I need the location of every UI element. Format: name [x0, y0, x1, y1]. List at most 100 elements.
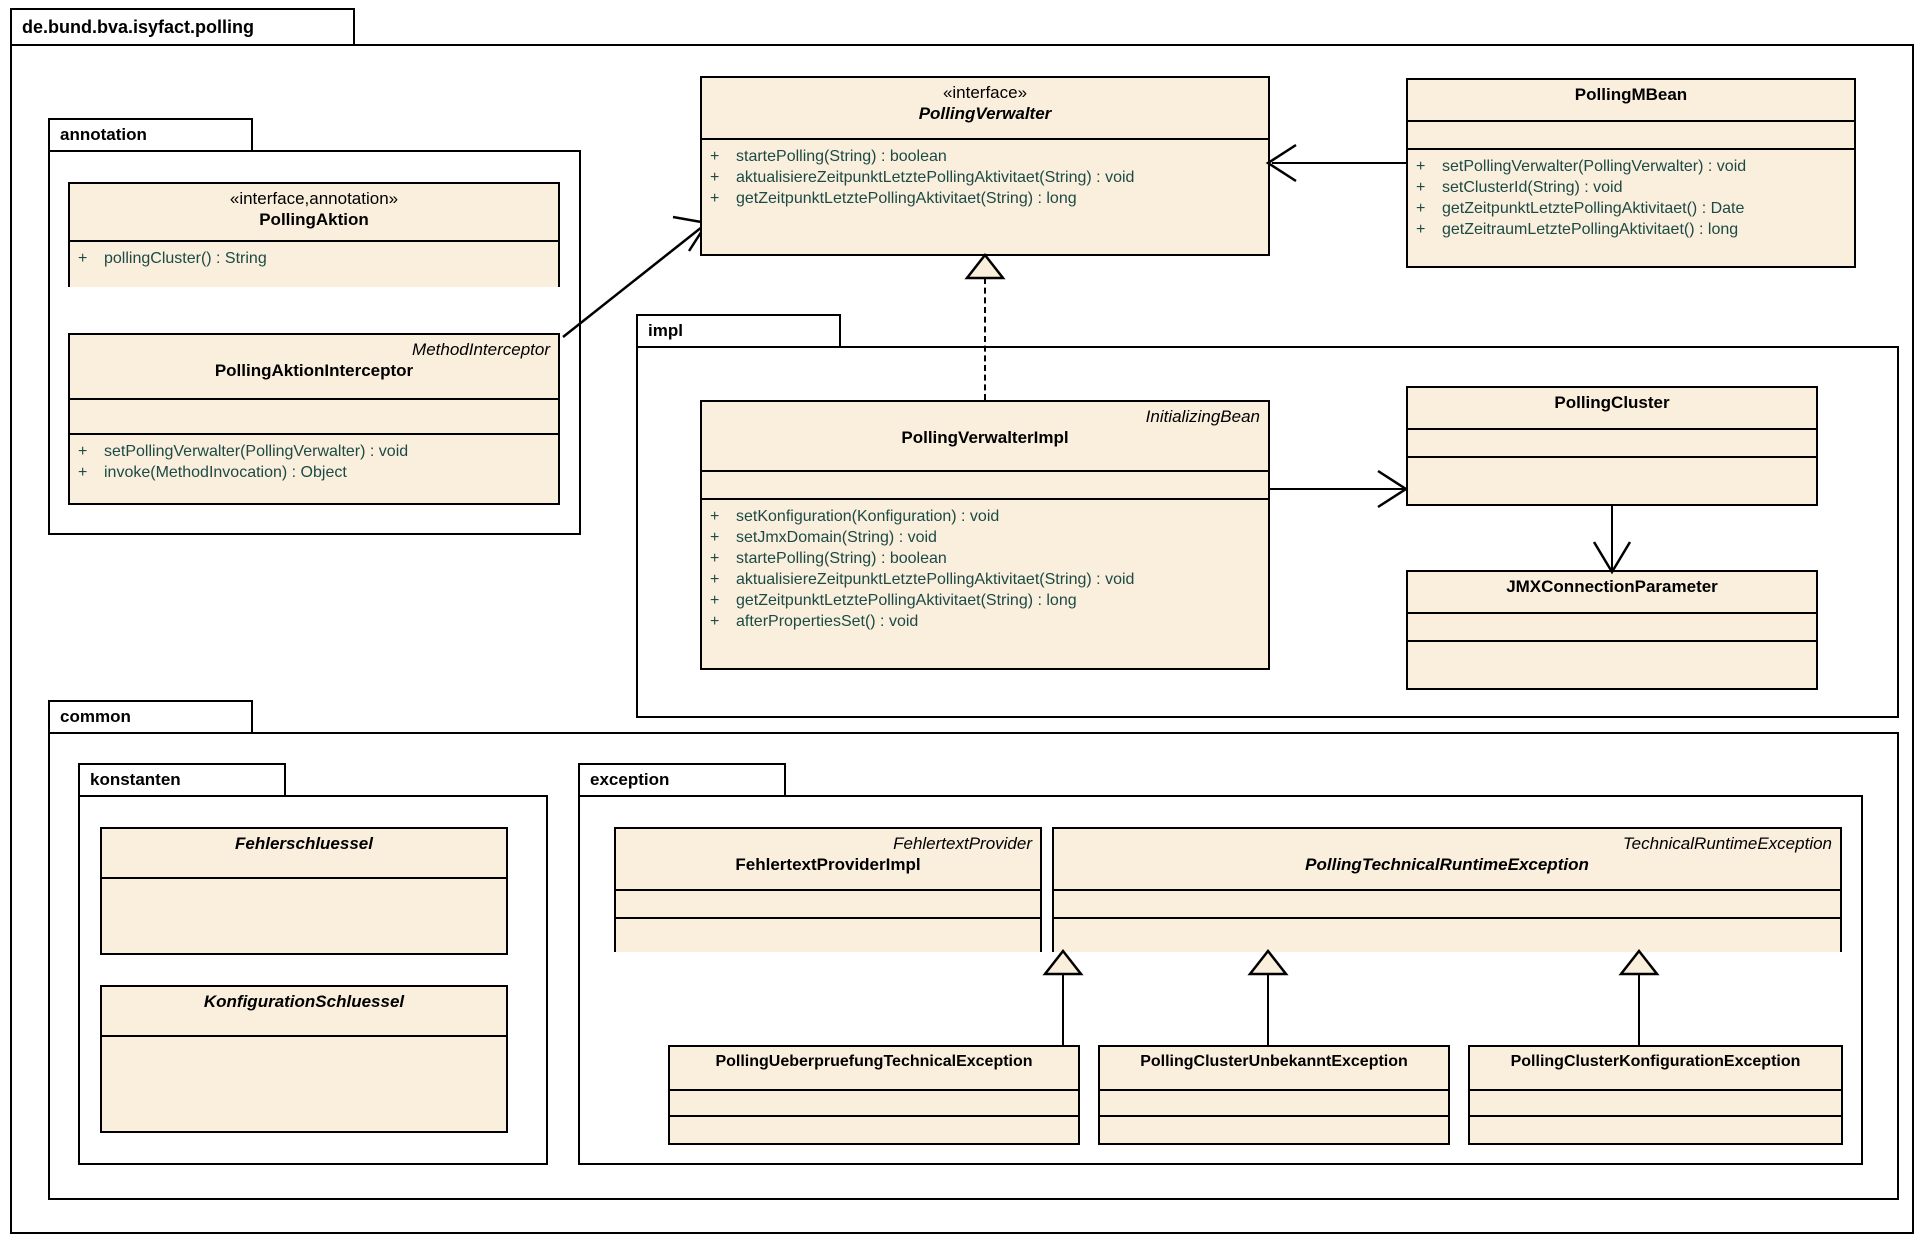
- class-methods-polling-ueberpruefung-technical-exception: [670, 1117, 1078, 1143]
- package-frame-annotation: [48, 150, 581, 535]
- method-visibility: +: [710, 190, 720, 207]
- arrowhead-open-mbean-to-verwalter: [1265, 143, 1297, 183]
- package-frame-root: [10, 44, 1914, 1234]
- method-signature: aktualisiereZeitpunktLetztePollingAktivi…: [736, 571, 1135, 588]
- package-tab-konstanten-label: konstanten: [90, 770, 181, 789]
- class-supertype-polling-verwalter-impl: InitializingBean: [1145, 407, 1260, 426]
- class-box-polling-verwalter[interactable]: «interface» PollingVerwalter + startePol…: [700, 76, 1270, 256]
- connector-cluster-to-jmxparam: [1611, 506, 1613, 572]
- class-box-polling-cluster[interactable]: PollingCluster: [1406, 386, 1818, 506]
- arrowhead-hollow-triangle-gen-2: [1247, 948, 1289, 976]
- class-methods-polling-mbean: + setPollingVerwalter(PollingVerwalter) …: [1408, 150, 1854, 266]
- class-name-jmx-connection-parameter: JMXConnectionParameter: [1506, 577, 1718, 596]
- class-methods-fehlertext-provider-impl: [616, 919, 1040, 952]
- method-signature: startePolling(String) : boolean: [736, 148, 947, 165]
- class-methods-polling-technical-runtime-exception: [1054, 919, 1840, 952]
- class-supertype-polling-technical-runtime-exception: TechnicalRuntimeException: [1622, 834, 1832, 853]
- package-frame-common: [48, 732, 1899, 1200]
- method-visibility: +: [710, 613, 720, 630]
- class-attributes-polling-cluster-unbekannt-exception: [1100, 1091, 1448, 1117]
- method-row: + startePolling(String) : boolean: [710, 548, 1262, 569]
- class-name-polling-ueberpruefung-technical-exception: PollingUeberpruefungTechnicalException: [715, 1053, 1033, 1070]
- class-header-fehlertext-provider-impl: FehlertextProvider FehlertextProviderImp…: [616, 829, 1040, 891]
- method-row: + startePolling(String) : boolean: [710, 146, 1262, 167]
- arrowhead-hollow-triangle-gen-1: [1042, 948, 1084, 976]
- method-signature: setJmxDomain(String) : void: [736, 529, 937, 546]
- class-name-polling-verwalter: PollingVerwalter: [918, 104, 1052, 123]
- method-signature: setClusterId(String) : void: [1442, 179, 1623, 196]
- class-box-polling-aktion-interceptor[interactable]: MethodInterceptor PollingAktionIntercept…: [68, 333, 560, 505]
- class-attributes-polling-verwalter-impl: [702, 472, 1268, 500]
- class-header-polling-cluster: PollingCluster: [1408, 388, 1816, 430]
- method-signature: setKonfiguration(Konfiguration) : void: [736, 508, 1000, 525]
- class-box-fehlertext-provider-impl[interactable]: FehlertextProvider FehlertextProviderImp…: [614, 827, 1042, 952]
- method-row: + pollingCluster() : String: [78, 248, 552, 269]
- class-box-konfiguration-schluessel[interactable]: KonfigurationSchluessel: [100, 985, 508, 1133]
- method-visibility: +: [1416, 158, 1426, 175]
- class-methods-polling-cluster-unbekannt-exception: [1100, 1117, 1448, 1143]
- package-tab-konstanten[interactable]: konstanten: [78, 763, 286, 797]
- class-header-polling-aktion: «interface,annotation» PollingAktion: [70, 184, 558, 242]
- method-row: + getZeitraumLetztePollingAktivitaet() :…: [1416, 219, 1848, 240]
- class-header-polling-verwalter-impl: InitializingBean PollingVerwalterImpl: [702, 402, 1268, 472]
- method-visibility: +: [1416, 200, 1426, 217]
- class-box-jmx-connection-parameter[interactable]: JMXConnectionParameter: [1406, 570, 1818, 690]
- method-row: + aktualisiereZeitpunktLetztePollingAkti…: [710, 167, 1262, 188]
- method-signature: setPollingVerwalter(PollingVerwalter) : …: [104, 443, 409, 460]
- class-supertype-fehlertext-provider-impl: FehlertextProvider: [893, 834, 1032, 853]
- class-name-polling-mbean: PollingMBean: [1574, 85, 1688, 104]
- connector-mbean-to-verwalter: [1272, 162, 1408, 164]
- method-signature: getZeitpunktLetztePollingAktivitaet() : …: [1442, 200, 1745, 217]
- class-name-polling-verwalter-impl: PollingVerwalterImpl: [901, 428, 1069, 447]
- package-tab-root-label: de.bund.bva.isyfact.polling: [22, 16, 255, 37]
- class-methods-polling-verwalter: + startePolling(String) : boolean + aktu…: [702, 140, 1268, 254]
- class-attributes-polling-cluster: [1408, 430, 1816, 458]
- class-header-konfiguration-schluessel: KonfigurationSchluessel: [102, 987, 506, 1037]
- connector-gen-2: [1267, 973, 1269, 1047]
- class-box-polling-ueberpruefung-technical-exception[interactable]: PollingUeberpruefungTechnicalException: [668, 1045, 1080, 1145]
- class-methods-polling-aktion: + pollingCluster() : String: [70, 242, 558, 287]
- class-box-polling-cluster-konfiguration-exception[interactable]: PollingClusterKonfigurationException: [1468, 1045, 1843, 1145]
- class-name-konfiguration-schluessel: KonfigurationSchluessel: [203, 992, 405, 1011]
- method-signature: getZeitpunktLetztePollingAktivitaet(Stri…: [736, 190, 1077, 207]
- class-header-polling-technical-runtime-exception: TechnicalRuntimeException PollingTechnic…: [1054, 829, 1840, 891]
- class-header-polling-cluster-unbekannt-exception: PollingClusterUnbekanntException: [1100, 1047, 1448, 1091]
- method-visibility: +: [710, 169, 720, 186]
- package-tab-impl[interactable]: impl: [636, 314, 841, 348]
- method-signature: afterPropertiesSet() : void: [736, 613, 919, 630]
- class-box-polling-cluster-unbekannt-exception[interactable]: PollingClusterUnbekanntException: [1098, 1045, 1450, 1145]
- class-methods-polling-cluster-konfiguration-exception: [1470, 1117, 1841, 1143]
- package-frame-exception: [578, 795, 1863, 1165]
- class-box-polling-technical-runtime-exception[interactable]: TechnicalRuntimeException PollingTechnic…: [1052, 827, 1842, 952]
- method-visibility: +: [78, 250, 88, 267]
- method-visibility: +: [78, 443, 88, 460]
- package-tab-annotation[interactable]: annotation: [48, 118, 253, 152]
- class-name-polling-technical-runtime-exception: PollingTechnicalRuntimeException: [1305, 855, 1589, 874]
- method-signature: startePolling(String) : boolean: [736, 550, 947, 567]
- package-tab-root[interactable]: de.bund.bva.isyfact.polling: [10, 8, 355, 46]
- arrowhead-hollow-triangle-realization: [964, 252, 1006, 280]
- package-tab-common-label: common: [60, 707, 131, 726]
- package-frame-konstanten: [78, 795, 548, 1165]
- class-name-polling-cluster: PollingCluster: [1554, 393, 1670, 412]
- method-visibility: +: [710, 571, 720, 588]
- class-name-polling-cluster-unbekannt-exception: PollingClusterUnbekanntException: [1140, 1053, 1408, 1070]
- method-row: + aktualisiereZeitpunktLetztePollingAkti…: [710, 569, 1262, 590]
- package-tab-common[interactable]: common: [48, 700, 253, 734]
- method-row: + setPollingVerwalter(PollingVerwalter) …: [1416, 156, 1848, 177]
- class-box-polling-verwalter-impl[interactable]: InitializingBean PollingVerwalterImpl + …: [700, 400, 1270, 670]
- class-header-polling-mbean: PollingMBean: [1408, 80, 1854, 122]
- package-tab-annotation-label: annotation: [60, 125, 147, 144]
- class-box-fehlerschluessel[interactable]: Fehlerschluessel: [100, 827, 508, 955]
- method-signature: setPollingVerwalter(PollingVerwalter) : …: [1442, 158, 1747, 175]
- class-box-polling-aktion[interactable]: «interface,annotation» PollingAktion + p…: [68, 182, 560, 287]
- method-signature: getZeitraumLetztePollingAktivitaet() : l…: [1442, 221, 1739, 238]
- connector-realization-impl-to-verwalter: [984, 278, 986, 400]
- class-methods-polling-cluster: [1408, 458, 1816, 504]
- class-attributes-fehlertext-provider-impl: [616, 891, 1040, 919]
- package-tab-exception[interactable]: exception: [578, 763, 786, 797]
- class-box-polling-mbean[interactable]: PollingMBean + setPollingVerwalter(Polli…: [1406, 78, 1856, 268]
- method-row: + afterPropertiesSet() : void: [710, 611, 1262, 632]
- method-visibility: +: [710, 592, 720, 609]
- class-header-jmx-connection-parameter: JMXConnectionParameter: [1408, 572, 1816, 614]
